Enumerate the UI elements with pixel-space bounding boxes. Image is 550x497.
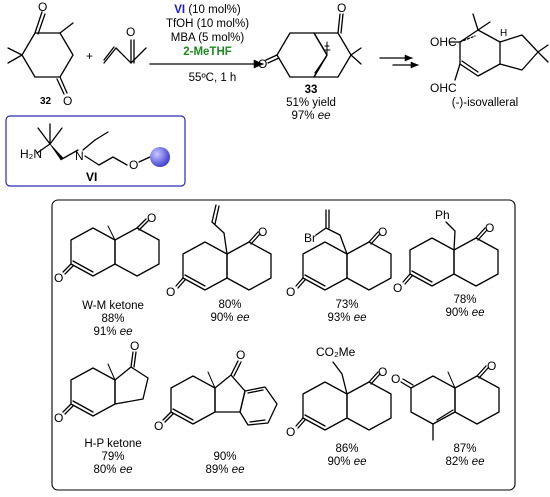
example-6-structure: O O [154,348,278,433]
example-7-caption: 86% 90% ee [312,443,382,469]
acid-line: TfOH (10 mol%) [165,18,250,30]
example-5-caption: H-P ketone 79% 80% ee [68,438,158,477]
example-3-yield: 73% [335,299,359,311]
example-6-yield: 90% [213,451,237,463]
svg-text:O: O [129,158,138,172]
svg-text:O: O [393,281,402,295]
example-7-structure: CO₂Me O O [286,345,392,439]
svg-text:O: O [258,225,267,239]
mvk-structure: O [103,25,147,64]
example-1-structure: O O [54,211,160,285]
example-4-caption: 78% 90% ee [430,294,500,320]
example-6-ee: 89% ee [205,464,245,476]
catalyst-label: VI [174,4,186,16]
solvent-line: 2-MeTHF [183,46,232,58]
svg-text:O: O [487,359,496,373]
example-2-ee: 90% ee [210,312,250,324]
example-1-yield: 88% [101,313,125,325]
product-33-structure: O O [258,1,362,78]
isovalleral-structure: OHC OHC H [430,13,549,95]
example-2-yield: 80% [218,299,242,311]
additive-line: MBA (5 mol%) [170,32,245,44]
svg-text:OHC: OHC [430,81,457,95]
svg-text:O: O [485,221,494,235]
svg-text:OHC: OHC [430,35,457,49]
svg-text:O: O [126,25,135,39]
svg-text:H₂N: H₂N [20,147,42,161]
example-5-name: H-P ketone [84,438,142,450]
svg-text:O: O [38,0,47,14]
example-3-ee: 93% ee [327,312,367,324]
target-name: (-)-isovalleral [451,97,519,109]
example-2-structure: O O [166,204,272,299]
example-6-caption: 90% 89% ee [190,451,260,477]
reaction-arrowhead [253,59,264,69]
svg-text:CO₂Me: CO₂Me [316,345,356,359]
catalyst-structure-label: VI [86,170,97,184]
example-4-yield: 78% [453,294,477,306]
example-1-ee: 91% ee [93,326,133,338]
example-5-yield: 79% [101,451,125,463]
example-7-ee: 90% ee [327,456,367,468]
svg-text:O: O [54,271,63,285]
example-8-yield: 87% [453,443,477,455]
catalyst-box [5,115,186,187]
svg-text:O: O [286,425,295,439]
example-4-ee: 90% ee [445,307,485,319]
svg-text:H: H [500,28,507,39]
svg-text:O: O [147,211,156,225]
example-8-caption: 87% 82% ee [430,443,500,469]
catalyst-loading: (10 mol%) [188,4,241,16]
example-4-structure: Ph O O [393,208,499,295]
svg-text:Br: Br [304,231,316,245]
svg-text:O: O [236,348,245,362]
product-ee-unit: ee [317,110,331,122]
example-8-ee: 82% ee [445,456,485,468]
product-label: 33 [304,84,318,96]
svg-text:O: O [54,411,63,425]
svg-text:N: N [75,149,84,163]
example-1-caption: W-M ketone 88% 91% ee [68,300,158,339]
svg-text:O: O [130,339,139,353]
example-2-caption: 80% 90% ee [195,299,265,325]
svg-text:O: O [378,225,387,239]
svg-text:O: O [154,419,163,433]
substrate-32-structure: O O [7,0,74,108]
example-5-ee: 80% ee [93,464,133,476]
svg-text:O: O [258,57,267,71]
conditions-line: 55ºC, 1 h [188,72,237,84]
product-ee: 97% ee [276,110,346,123]
example-3-structure: Br O O [286,209,392,299]
example-1-name: W-M ketone [82,300,144,312]
plus-sign: + [86,49,93,63]
solid-support-bead-icon [150,147,170,167]
svg-text:O: O [286,285,295,299]
product-ee-value: 97% [291,110,315,122]
example-7-yield: 86% [335,443,359,455]
svg-text:O: O [166,285,175,299]
catalyst-line: VI (10 mol%) [160,4,255,17]
catalyst-vi-structure: H₂N N O [20,123,170,172]
example-5-structure: O O [54,339,149,425]
product-yield: 51% yield [286,97,336,109]
svg-text:O: O [337,1,346,15]
svg-text:Ph: Ph [435,208,450,222]
svg-text:O: O [391,372,400,386]
example-8-structure: O O [391,359,500,441]
example-3-caption: 73% 93% ee [312,299,382,325]
examples-box [51,199,516,491]
svg-text:O: O [378,365,387,379]
substrate-label: 32 [40,96,52,107]
svg-text:O: O [63,94,72,108]
